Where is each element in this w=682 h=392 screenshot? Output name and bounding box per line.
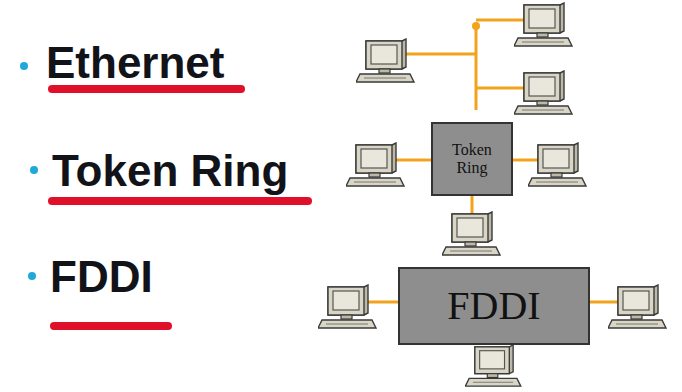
box-label: FDDI: [447, 284, 540, 329]
bullet-dot: [30, 166, 38, 174]
computer-icon: [356, 39, 414, 82]
bullet-label: Ethernet: [46, 41, 224, 85]
bullet-label: FDDI: [50, 255, 153, 299]
bullet-label: Token Ring: [52, 149, 288, 193]
box-label: Token Ring: [438, 141, 506, 177]
underline-bar: [48, 85, 245, 93]
computer-icon: [346, 143, 404, 186]
network-box: Token Ring: [431, 122, 513, 196]
bullet-dot: [28, 272, 36, 280]
underline-bar: [48, 197, 312, 205]
network-box: FDDI: [398, 267, 590, 345]
underline-bar: [50, 322, 172, 330]
computer-icon: [608, 285, 666, 328]
bullet-dot: [20, 62, 28, 70]
ethernet-bus: [404, 20, 524, 110]
computer-icon: [318, 285, 376, 328]
computer-icon: [465, 345, 520, 386]
computer-icon: [528, 143, 586, 186]
computer-icon: [514, 71, 572, 114]
bus-terminator: [472, 22, 480, 30]
computer-icon: [514, 3, 572, 46]
computer-icon: [442, 212, 500, 255]
